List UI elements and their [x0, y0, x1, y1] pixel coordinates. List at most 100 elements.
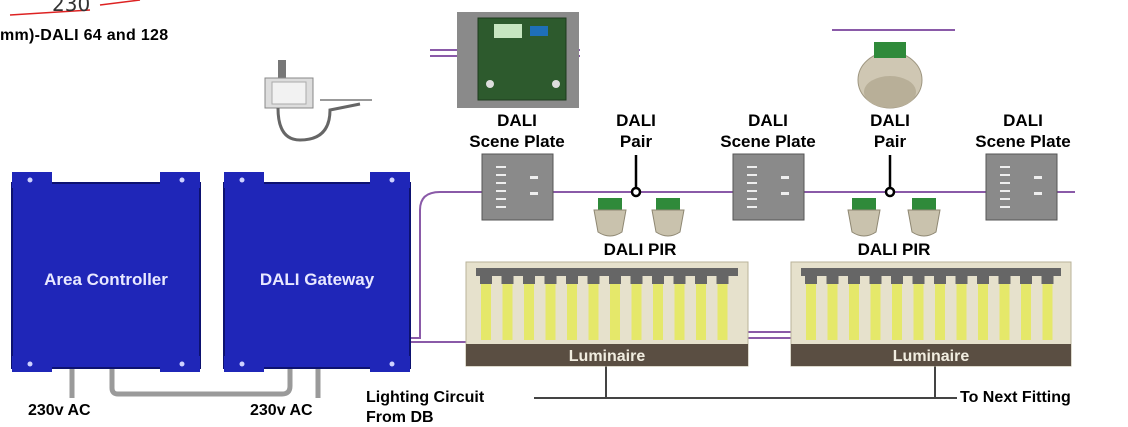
red-pointer-line-2: [99, 0, 141, 6]
corner-note: 230: [52, 0, 91, 16]
luminaire-1-lamp-holder: [716, 276, 729, 284]
luminaire-1-lamp-holder: [480, 276, 492, 284]
luminaire-1-lamp-holder: [695, 276, 707, 284]
luminaire-2-lamp-holder: [805, 276, 817, 284]
luminaire-2-lamp-holder: [826, 276, 839, 284]
luminaire-1-lamp-tube: [674, 284, 685, 340]
scene-plate-3-label-line2: Scene Plate: [975, 132, 1071, 151]
dali-pcb-photo: [457, 12, 579, 108]
scene-plate-1-label-line1: DALI: [497, 111, 537, 130]
luminaire-2-lamp-holder: [955, 276, 968, 284]
pair-1-label-line2: Pair: [619, 132, 653, 151]
scene-plate-1: [481, 153, 554, 221]
supply-label-2: 230v AC: [250, 402, 313, 419]
luminaire-2-lamp-tube: [870, 284, 881, 340]
luminaire-1-lamp-holder: [673, 276, 686, 284]
luminaire-1-lamp-holder: [523, 276, 535, 284]
page-heading: mm)-DALI 64 and 128: [0, 27, 169, 44]
pir-sensor-2b: [907, 198, 941, 237]
luminaire-2-lamp-holder: [1020, 276, 1032, 284]
supply-label-1: 230v AC: [28, 402, 91, 419]
sensor-taps: [630, 155, 896, 198]
luminaire-2-lamp-holder: [912, 276, 925, 284]
luminaire-2-lamp-holder: [891, 276, 903, 284]
luminaire-1-lamp-tube: [610, 284, 620, 340]
lighting-circuit-line1: Lighting Circuit: [366, 389, 485, 406]
pir-2-label: DALI PIR: [857, 240, 931, 259]
luminaire-1-lamp-tube: [545, 284, 556, 340]
luminaire-1-lamp-holder: [566, 276, 578, 284]
luminaire-2-lamp-tube: [999, 284, 1010, 340]
luminaire-1-lamp-tube: [653, 284, 663, 340]
luminaire-2-lamp-holder: [1041, 276, 1054, 284]
luminaire-1-lamp-tube: [717, 284, 728, 340]
scene-plate-3-label-line1: DALI: [1003, 111, 1043, 130]
scene-plate-2-label-line1: DALI: [748, 111, 788, 130]
luminaire-2-lamp-holder: [934, 276, 946, 284]
luminaire-2-lamp-tube: [1021, 284, 1031, 340]
scene-plate-1-label-line2: Scene Plate: [469, 132, 565, 151]
pair-2-label-line1: DALI: [870, 111, 910, 130]
pir-1-label: DALI PIR: [603, 240, 677, 259]
luminaire-1-lamp-holder: [544, 276, 557, 284]
scene-plate-2-label: DALI Scene Plate: [700, 112, 836, 150]
luminaire-2-lamp-tube: [978, 284, 988, 340]
luminaire-2-lamp-holder: [848, 276, 860, 284]
ceiling-sensor-photo: [832, 29, 955, 109]
luminaire-2-lamp-tube: [1042, 284, 1053, 340]
luminaire-2: [790, 261, 1072, 367]
luminaire-2-lamp-tube: [956, 284, 967, 340]
next-fitting-label: To Next Fitting: [960, 389, 1071, 406]
luminaire-2-lamps: [805, 276, 1054, 340]
luminaire-1-lamp-tube: [696, 284, 706, 340]
scene-plate-2-label-line2: Scene Plate: [720, 132, 816, 151]
luminaire-1-lamp-holder: [609, 276, 621, 284]
luminaire-2-lamp-tube: [806, 284, 816, 340]
luminaire-2-lamp-holder: [977, 276, 989, 284]
scene-plate-1-label: DALI Scene Plate: [458, 112, 576, 150]
lighting-circuit-line2: From DB: [366, 409, 434, 426]
supply-conduit: [69, 366, 321, 398]
pair-1-label: DALI Pair: [600, 112, 672, 150]
luminaire-1: [465, 261, 749, 367]
lighting-circuit-label: Lighting Circuit From DB: [366, 390, 484, 426]
luminaire-1-label: Luminaire: [568, 348, 646, 365]
area-controller-box: [11, 172, 201, 372]
luminaire-1-lamp-tube: [524, 284, 534, 340]
luminaire-2-lamp-tube: [849, 284, 859, 340]
dali-gateway-box: [223, 172, 411, 372]
luminaire-1-lamp-tube: [567, 284, 577, 340]
area-controller-label: Area Controller: [44, 270, 168, 289]
luminaire-1-lamp-tube: [481, 284, 491, 340]
luminaire-2-label: Luminaire: [892, 348, 970, 365]
luminaire-1-lamp-holder: [652, 276, 664, 284]
pir-sensor-1a: [593, 198, 627, 237]
luminaire-2-lamp-tube: [827, 284, 838, 340]
luminaire-2-lamp-tube: [892, 284, 902, 340]
luminaire-1-lamp-tube: [502, 284, 513, 340]
luminaire-2-lamp-tube: [935, 284, 945, 340]
red-pointer-line: [9, 9, 91, 16]
luminaire-2-lamp-tube: [913, 284, 924, 340]
lighting-circuit-wire: [534, 366, 957, 399]
pir-sensor-1b: [651, 198, 685, 237]
luminaire-1-lamps: [480, 276, 729, 340]
luminaire-1-lamp-holder: [630, 276, 643, 284]
pair-2-label: DALI Pair: [854, 112, 926, 150]
luminaire-2-lamp-holder: [998, 276, 1011, 284]
pair-2-label-line2: Pair: [873, 132, 907, 151]
gateway-module-photo: [264, 60, 372, 142]
luminaire-1-lamp-tube: [588, 284, 599, 340]
dali-gateway-label: DALI Gateway: [259, 270, 375, 289]
scene-plate-3: [985, 153, 1058, 221]
luminaire-2-lamp-holder: [869, 276, 882, 284]
luminaire-1-lamp-holder: [587, 276, 600, 284]
pir-sensor-2a: [847, 198, 881, 237]
scene-plate-2: [732, 153, 805, 221]
luminaire-1-lamp-holder: [501, 276, 514, 284]
luminaire-1-lamp-tube: [631, 284, 642, 340]
pair-1-label-line1: DALI: [616, 111, 656, 130]
scene-plate-3-label: DALI Scene Plate: [955, 112, 1091, 150]
